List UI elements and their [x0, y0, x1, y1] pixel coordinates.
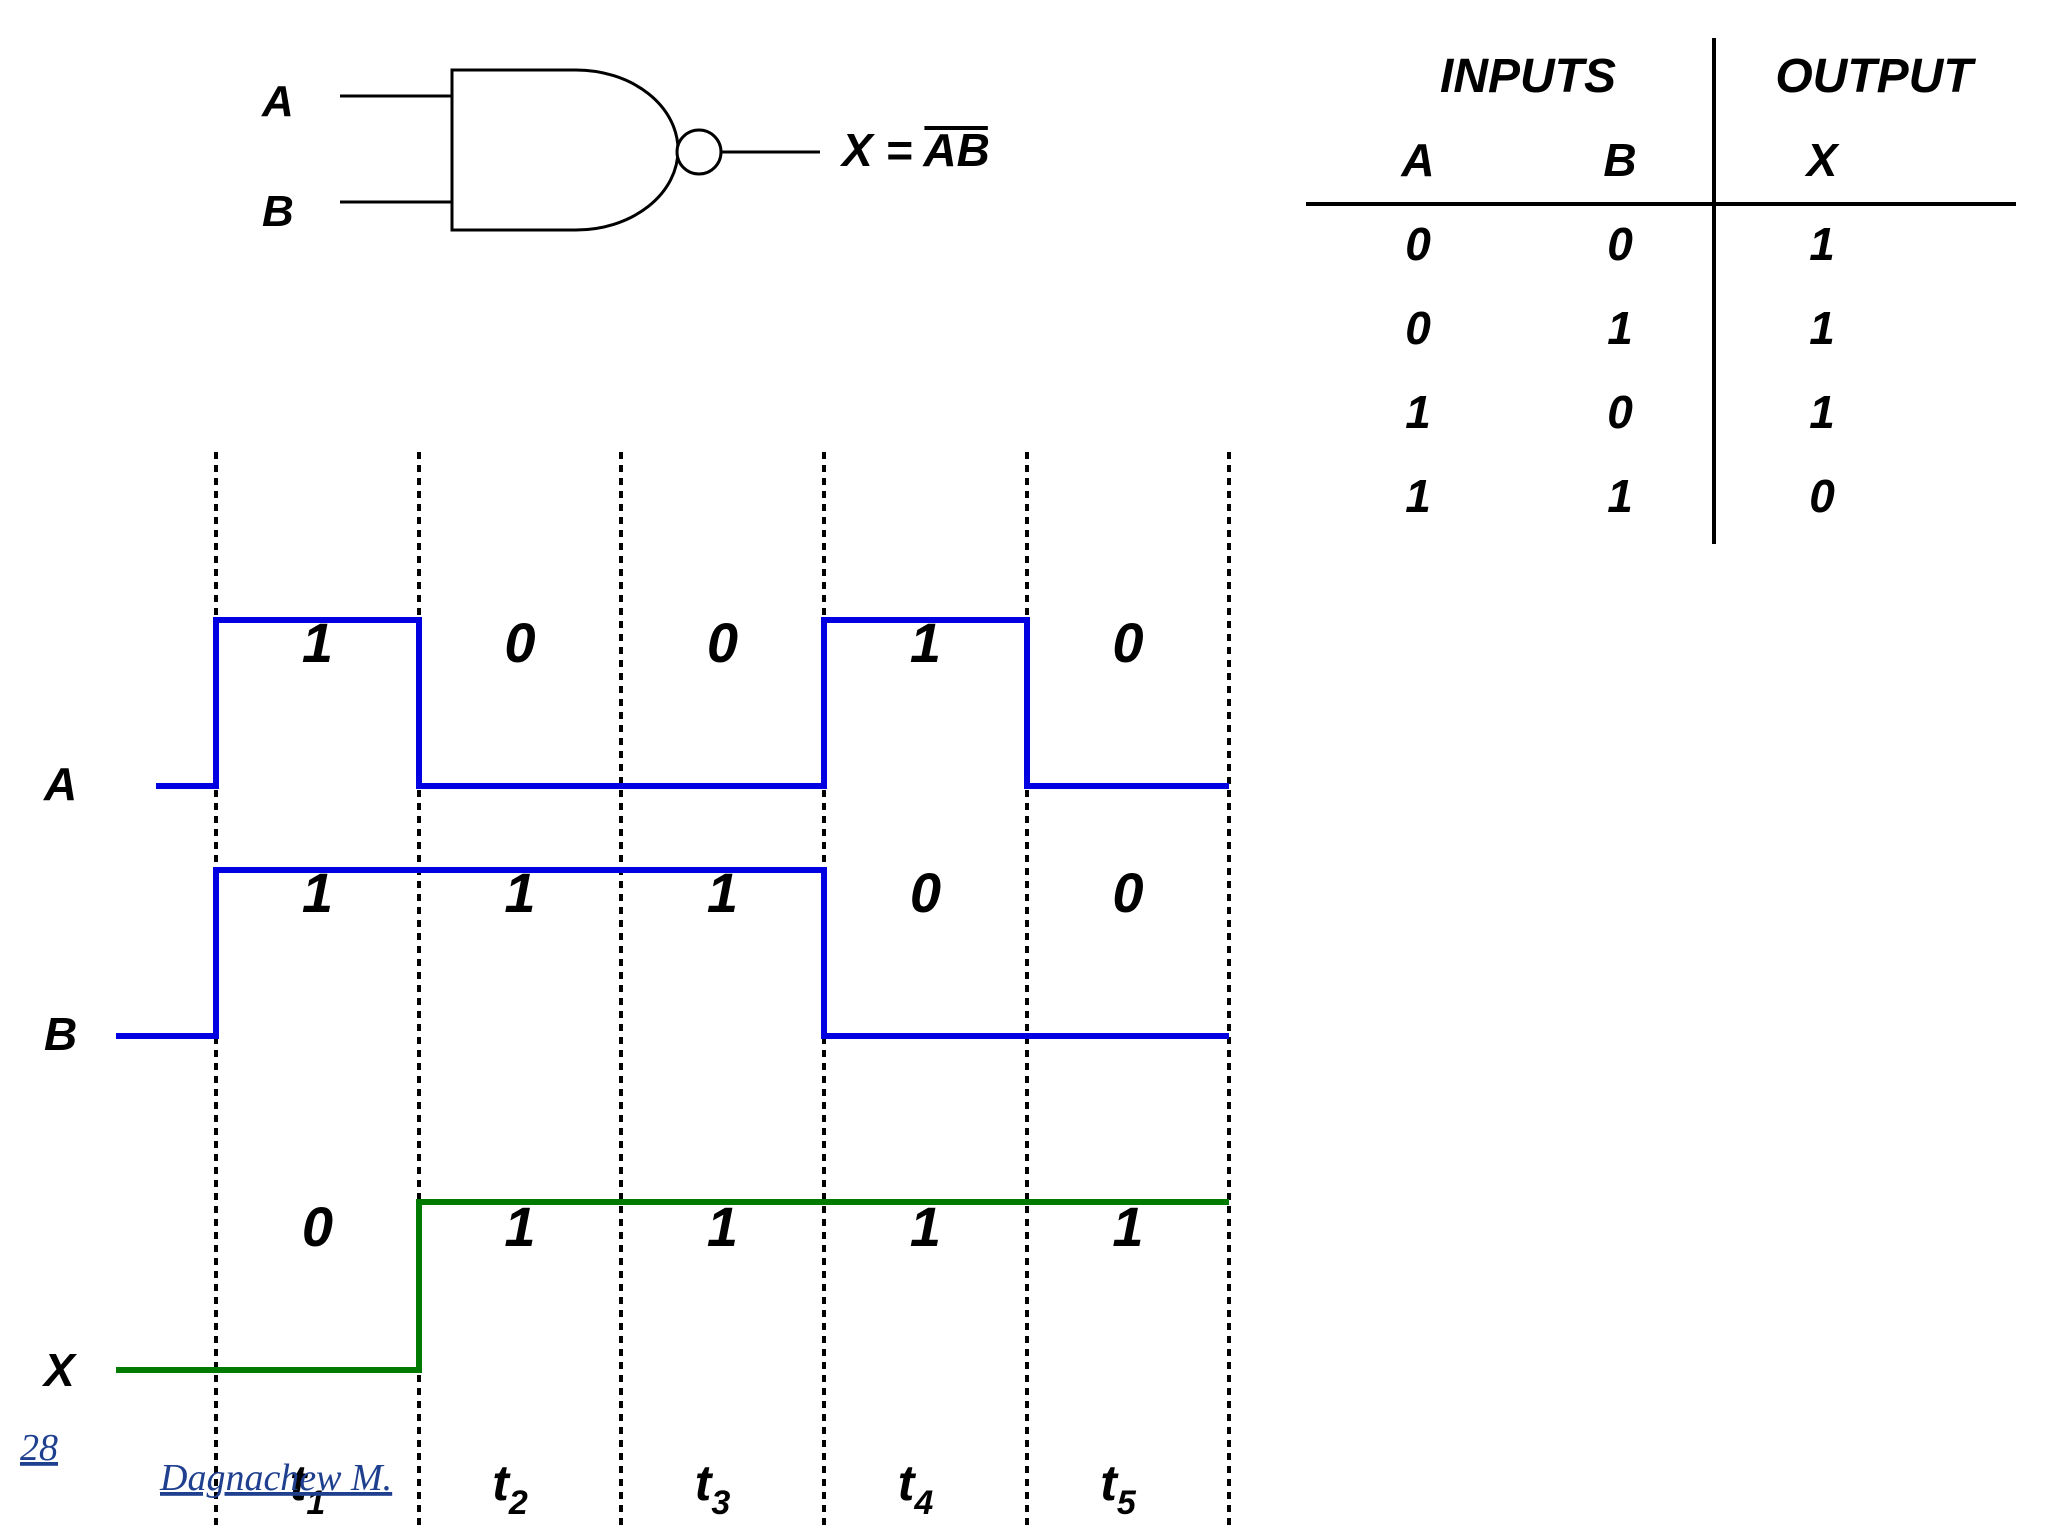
signal-value-label: 1 — [910, 1195, 941, 1258]
truth-table-output-header: OUTPUT — [1775, 50, 1976, 103]
signal-value-label: 0 — [1112, 611, 1143, 674]
gate-input-a-label: A — [261, 77, 294, 126]
time-period-label: t3 — [695, 1455, 731, 1522]
signal-value-label: 1 — [504, 1195, 535, 1258]
truth-table-inputs-header: INPUTS — [1440, 50, 1616, 103]
nand-gate-diagram: A B X = AB — [261, 68, 990, 236]
gate-output-expression: X = AB — [839, 124, 990, 176]
author-name: Dagnachew M. — [159, 1457, 392, 1499]
nand-gate-body — [450, 68, 680, 232]
truth-table-cell: 1 — [1405, 470, 1431, 522]
signal-a-label: A — [43, 758, 77, 810]
signal-b-waveform — [116, 867, 1229, 1039]
truth-table-col-b: B — [1603, 134, 1636, 186]
signal-value-labels: 1 0 0 1 0 1 1 1 0 0 0 1 1 1 1 — [302, 611, 1144, 1258]
time-period-label: t5 — [1100, 1455, 1137, 1522]
output-expression-complement: AB — [922, 124, 989, 176]
time-period-label: t2 — [492, 1455, 528, 1522]
signal-value-label: 1 — [504, 861, 535, 924]
truth-table-col-a: A — [1400, 134, 1434, 186]
truth-table-cell: 1 — [1405, 386, 1431, 438]
truth-table-cell: 0 — [1607, 386, 1633, 438]
truth-table-col-x: X — [1804, 134, 1840, 186]
output-expression-prefix: X = — [839, 124, 923, 176]
truth-table-cell: 1 — [1607, 302, 1633, 354]
truth-table-cell: 0 — [1607, 218, 1633, 270]
signal-value-label: 0 — [1112, 861, 1143, 924]
gate-input-b-label: B — [262, 187, 294, 236]
time-period-labels: t1 t2 t3 t4 t5 — [290, 1455, 1137, 1522]
signal-value-label: 1 — [707, 861, 738, 924]
page-number: 28 — [20, 1427, 58, 1469]
truth-table-cell: 1 — [1809, 386, 1835, 438]
signal-value-label: 0 — [504, 611, 535, 674]
signal-x-waveform — [116, 1199, 1229, 1373]
signal-a-waveform — [156, 617, 1229, 789]
truth-table-cell: 0 — [1405, 302, 1431, 354]
time-period-label: t4 — [898, 1455, 934, 1522]
truth-table-cell: 0 — [1405, 218, 1431, 270]
signal-b-label: B — [44, 1008, 77, 1060]
signal-value-label: 0 — [302, 1195, 333, 1258]
signal-value-label: 0 — [707, 611, 738, 674]
signal-value-label: 1 — [707, 1195, 738, 1258]
truth-table-rows: 0 0 1 0 1 1 1 0 1 1 1 0 — [1405, 218, 1835, 522]
truth-table-cell: 0 — [1809, 470, 1835, 522]
signal-value-label: 0 — [910, 861, 941, 924]
slide-footer: 28 Dagnachew M. — [20, 1427, 392, 1499]
signal-value-label: 1 — [302, 861, 333, 924]
truth-table: INPUTS OUTPUT A B X 0 0 1 0 1 1 1 0 1 1 1 0 — [1306, 38, 2016, 544]
timing-diagram: A B X 1 0 0 1 0 1 1 1 0 0 0 1 1 1 1 t1 t2 t3 t4 t5 — [41, 452, 1231, 1530]
nand-inversion-bubble — [675, 128, 723, 176]
time-period-label: t1 — [290, 1455, 326, 1522]
truth-table-cell: 1 — [1809, 218, 1835, 270]
signal-value-label: 1 — [302, 611, 333, 674]
signal-value-label: 1 — [1112, 1195, 1143, 1258]
signal-value-label: 1 — [910, 611, 941, 674]
signal-x-label: X — [41, 1344, 77, 1396]
truth-table-cell: 1 — [1607, 470, 1633, 522]
truth-table-cell: 1 — [1809, 302, 1835, 354]
